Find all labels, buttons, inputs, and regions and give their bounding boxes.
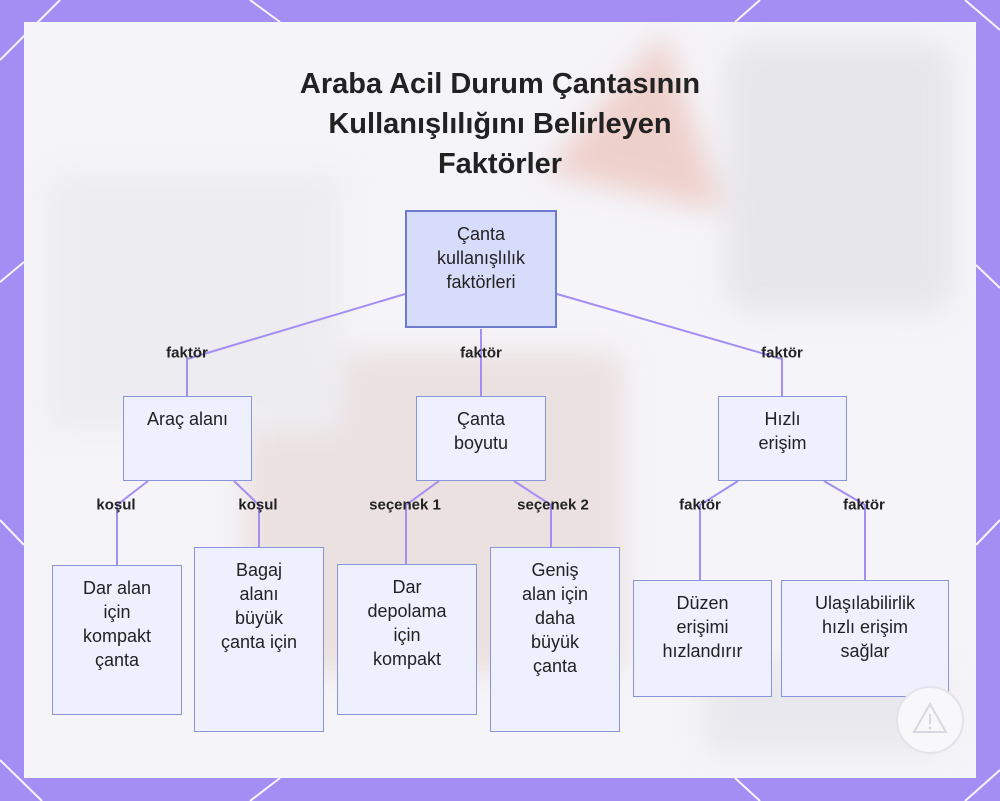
warning-triangle-icon	[898, 688, 962, 752]
diagram-title: Araba Acil Durum Çantasının Kullanışlılı…	[224, 64, 776, 184]
diagram-card: Araba Acil Durum Çantasının Kullanışlılı…	[24, 22, 976, 778]
edge-label-erisim-ulas: faktör	[843, 497, 885, 514]
edge-label-boyut-genis: seçenek 2	[517, 497, 589, 514]
node-duzen-erisimi-hizlandirir: Düzen erişimi hızlandırır	[633, 580, 772, 697]
edge-label-arac-bagaj: koşul	[238, 497, 277, 514]
node-ulasilabilirlik-hizli-erisim: Ulaşılabilirlik hızlı erişim sağlar	[781, 580, 949, 697]
node-canta-kullanislilik-faktorleri: Çanta kullanışlılık faktörleri	[405, 210, 557, 328]
node-dar-alan-kompakt-canta: Dar alan için kompakt çanta	[52, 565, 182, 715]
node-bagaj-alani-buyuk-canta: Bagaj alanı büyük çanta için	[194, 547, 324, 732]
edge-label-arac-dar: koşul	[96, 497, 135, 514]
edge-label-erisim-duzen: faktör	[679, 497, 721, 514]
edge-label-boyut-dar: seçenek 1	[369, 497, 441, 514]
warning-triangle-badge	[896, 686, 964, 754]
node-hizli-erisim: Hızlı erişim	[718, 396, 847, 481]
edge-label-root-arac: faktör	[166, 345, 208, 362]
node-dar-depolama-kompakt: Dar depolama için kompakt	[337, 564, 477, 715]
node-genis-alan-buyuk-canta: Geniş alan için daha büyük çanta	[490, 547, 620, 732]
node-canta-boyutu: Çanta boyutu	[416, 396, 546, 481]
edge-label-root-boyut: faktör	[460, 345, 502, 362]
edge-label-root-erisim: faktör	[761, 345, 803, 362]
node-arac-alani: Araç alanı	[123, 396, 252, 481]
